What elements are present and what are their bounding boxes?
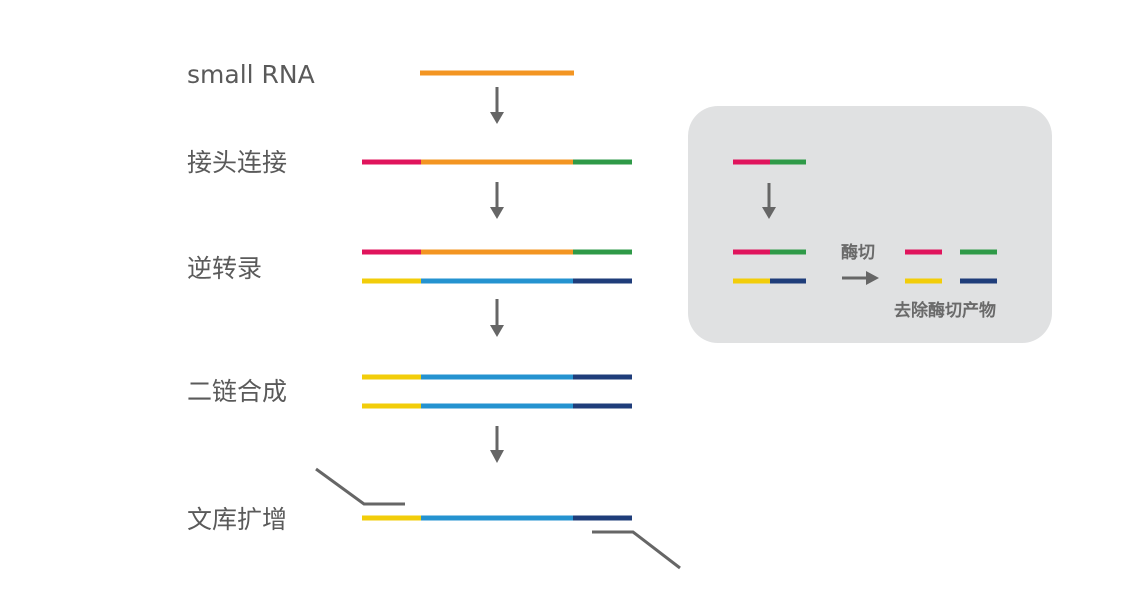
reverse-primer [592,530,681,570]
step-label-second-strand-synthesis: 二链合成 [187,377,288,406]
forward-primer [315,467,405,506]
down-arrow-icon [762,183,776,219]
cleavage-products-removed-label: 去除酶切产物 [894,301,996,321]
down-arrow-icon [490,299,504,337]
enzyme-cleavage-label: 酶切 [841,243,875,263]
step-label-reverse-transcription: 逆转录 [187,254,263,283]
enzyme-cleavage-inset-panel [688,106,1052,343]
down-arrow-icon [490,182,504,219]
step-label-adapter-ligation: 接头连接 [187,148,288,177]
step-label-small-rna: small RNA [187,60,315,89]
down-arrow-icon [490,87,504,124]
right-arrow-icon [842,271,879,285]
step-label-library-amplification: 文库扩增 [187,505,288,534]
down-arrow-icon [490,426,504,463]
